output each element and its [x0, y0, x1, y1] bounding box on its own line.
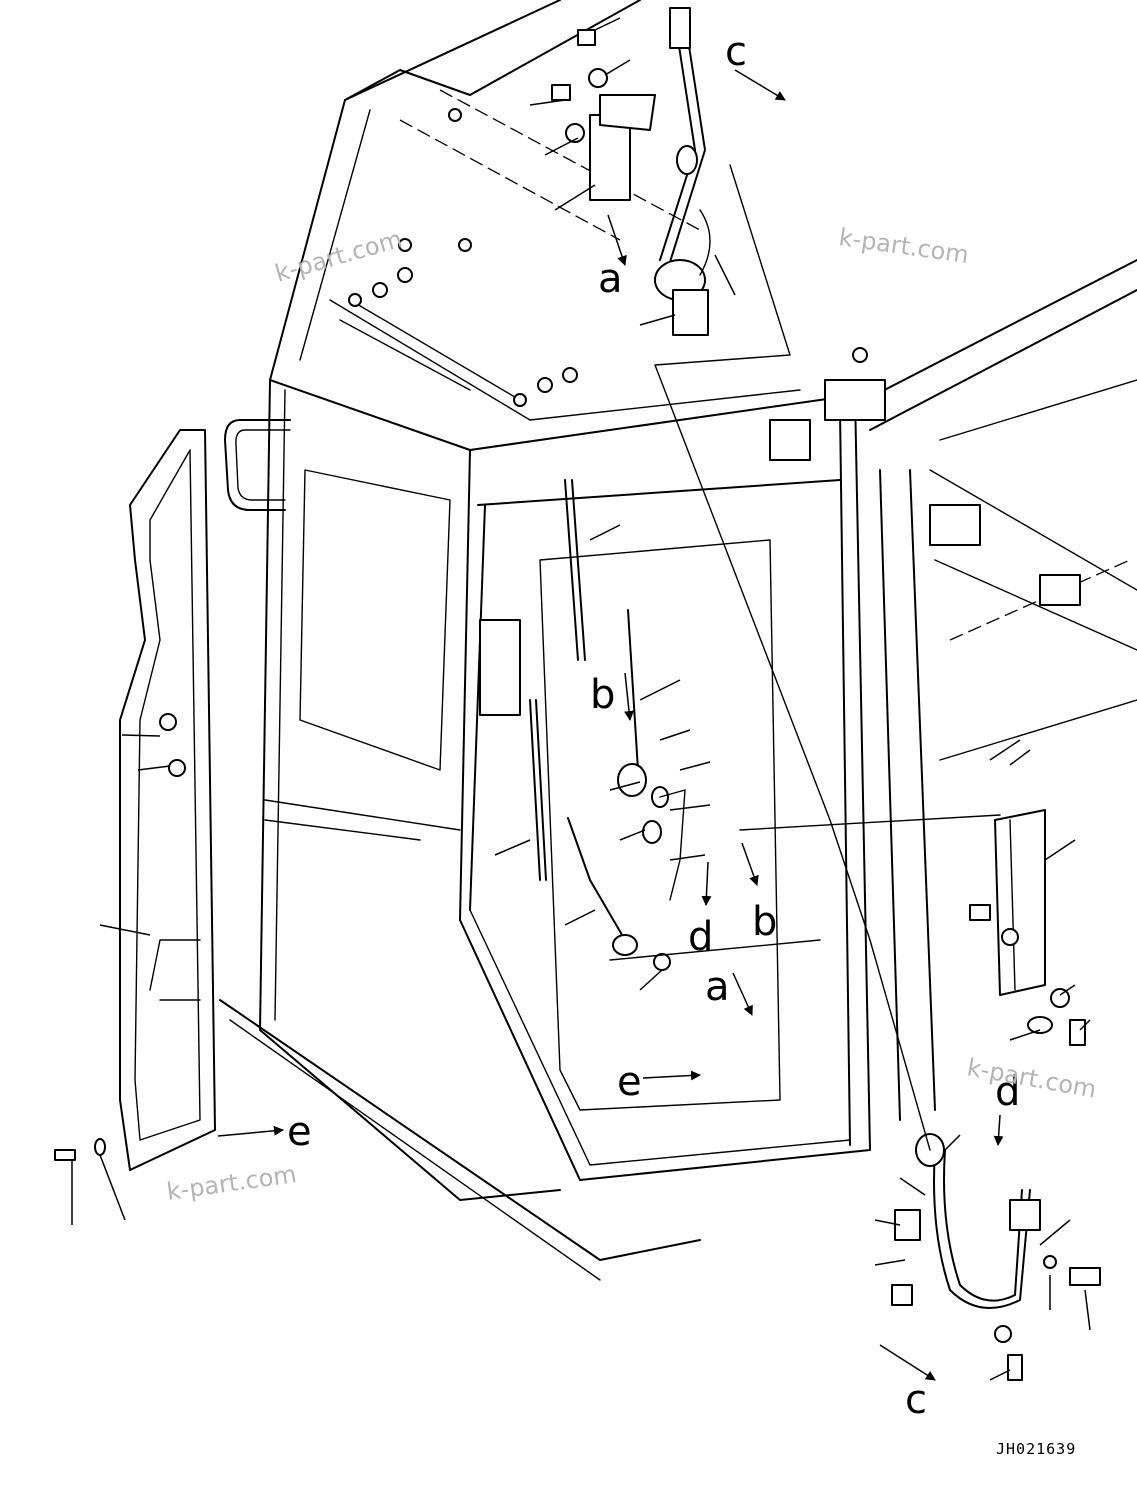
side-cover: [54, 429, 216, 1171]
leader-lines: [71, 17, 1091, 1381]
watermark-top-left: k-part.com: [272, 225, 405, 288]
reference-line-b: [739, 814, 1001, 831]
watermark-bottom-left: k-part.com: [165, 1160, 298, 1206]
label-c-bottom: c: [905, 1377, 927, 1423]
pointer-arrows: [217, 69, 1004, 1381]
wiper-motor-assembly: [551, 7, 711, 336]
wiring-harness: [891, 1133, 1101, 1381]
label-e-left: e: [287, 1109, 312, 1155]
label-e-mid: e: [617, 1059, 642, 1105]
label-d-right: d: [995, 1069, 1020, 1115]
drawing-code: JH021639: [996, 1440, 1076, 1458]
label-c-top: c: [725, 29, 747, 75]
watermark-top-right: k-part.com: [837, 223, 970, 269]
watermark-bottom-right: k-part.com: [965, 1053, 1099, 1103]
right-bracket: [969, 809, 1086, 1046]
label-a-top: a: [598, 256, 623, 302]
label-a-mid: a: [705, 964, 730, 1010]
cab-structure: [219, 0, 1137, 1281]
wiper-blades: [529, 479, 821, 971]
label-b-right: b: [752, 899, 777, 945]
reference-line-c: [654, 164, 931, 1151]
label-d-mid: d: [688, 914, 713, 960]
label-b-left: b: [590, 672, 615, 718]
